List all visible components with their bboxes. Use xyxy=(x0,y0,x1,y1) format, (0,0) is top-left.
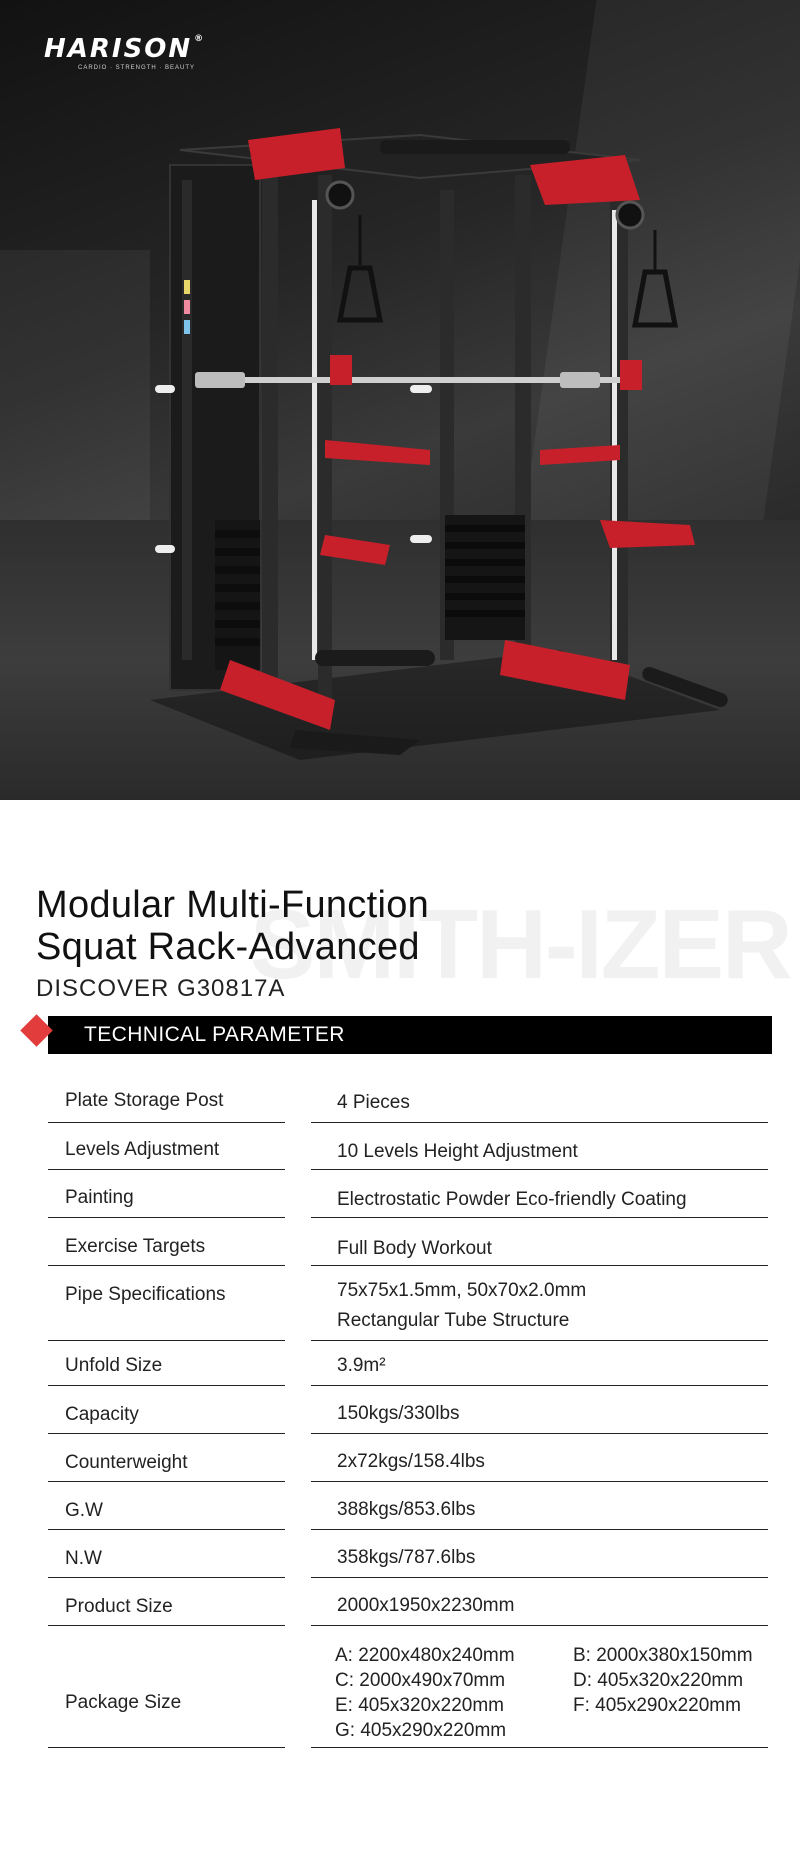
spec-value: 2x72kgs/158.4lbs xyxy=(311,1451,768,1482)
package-size-item: E: 405x320x220mm xyxy=(335,1695,504,1716)
package-size-item: B: 2000x380x150mm xyxy=(573,1645,753,1666)
spec-label: Capacity xyxy=(48,1404,285,1434)
spec-value: 150kgs/330lbs xyxy=(311,1403,768,1434)
package-size-item: A: 2200x480x240mm xyxy=(335,1645,515,1666)
spec-label: Painting xyxy=(48,1187,285,1218)
spec-value: Electrostatic Powder Eco-friendly Coatin… xyxy=(311,1189,768,1218)
spec-label: Levels Adjustment xyxy=(48,1139,285,1170)
spec-label: Plate Storage Post xyxy=(48,1090,285,1123)
spec-label: Unfold Size xyxy=(48,1355,285,1386)
spec-value: 358kgs/787.6lbs xyxy=(311,1547,768,1578)
product-model: DISCOVER G30817A xyxy=(36,975,286,1002)
spec-value: 3.9m² xyxy=(311,1355,768,1386)
spec-value: 4 Pieces xyxy=(311,1092,768,1123)
spec-label: Product Size xyxy=(48,1596,285,1626)
spec-value-line: 75x75x1.5mm, 50x70x2.0mm xyxy=(337,1280,587,1301)
squat-rack-illustration xyxy=(150,128,728,760)
spec-label: Pipe Specifications xyxy=(48,1284,285,1341)
package-size-item: G: 405x290x220mm xyxy=(335,1720,507,1741)
product-title-line1: Modular Multi-Function xyxy=(36,884,430,926)
spec-value-line: Rectangular Tube Structure xyxy=(337,1310,570,1331)
ghost-background-text: SMITH-IZER xyxy=(250,889,793,999)
product-title: Modular Multi-Function Squat Rack-Advanc… xyxy=(36,884,429,968)
package-size-item: F: 405x290x220mm xyxy=(573,1695,741,1716)
spec-label: Counterweight xyxy=(48,1452,285,1482)
spec-label: G.W xyxy=(48,1500,285,1530)
hero-product-image: HARISON® CARDIO · STRENGTH · BEAUTY xyxy=(0,0,800,800)
product-title-line2: Squat Rack-Advanced xyxy=(36,926,420,968)
spec-value: 2000x1950x2230mm xyxy=(311,1595,768,1626)
spec-value xyxy=(311,1642,768,1748)
package-size-item: D: 405x320x220mm xyxy=(573,1670,744,1691)
brand-tagline: CARDIO · STRENGTH · BEAUTY xyxy=(78,65,196,71)
spec-label: Exercise Targets xyxy=(48,1236,285,1266)
spec-label: N.W xyxy=(48,1548,285,1578)
spec-value: Full Body Workout xyxy=(311,1238,768,1266)
spec-value: 10 Levels Height Adjustment xyxy=(311,1141,768,1170)
spec-label: Package Size xyxy=(48,1692,285,1748)
package-size-item: C: 2000x490x70mm xyxy=(335,1670,506,1691)
section-title-bar: TECHNICAL PARAMETER xyxy=(48,1016,772,1054)
brand-logo: HARISON® xyxy=(44,34,206,64)
spec-value: 75x75x1.5mm, 50x70x2.0mm Rectangular Tub… xyxy=(311,1276,768,1341)
spec-value: 388kgs/853.6lbs xyxy=(311,1499,768,1530)
